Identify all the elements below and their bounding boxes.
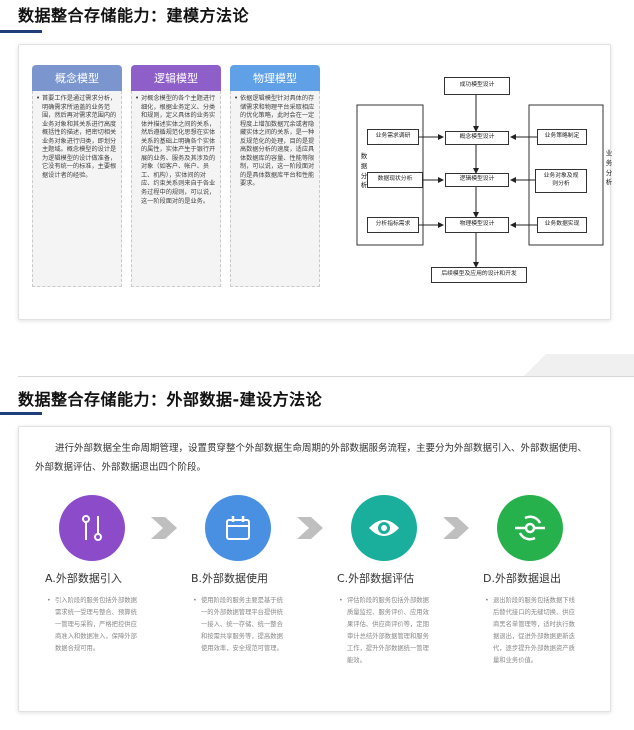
stage-import: A.外部数据引入 引入阶段的服务包括外部数据需求统一受理与整合、预算统一管理与采… <box>45 495 170 655</box>
box-top: 成功模型设计 <box>444 77 510 95</box>
column-concept-model: 概念模型 首要工作是通过需求分析，明确需求所涵盖的业务范围，然后再对需求范围内的… <box>32 65 122 290</box>
stage-use-title: B.外部数据使用 <box>191 572 269 585</box>
route-icon <box>59 495 125 561</box>
box-center-physical: 物理模型设计 <box>445 217 509 233</box>
column-logic-model: 逻辑模型 对概念模型的各个主题进行细化，根据业务定义、分类和规则，定义具体的业务… <box>131 65 221 290</box>
column-physical-heading: 物理模型 <box>230 65 320 91</box>
box-center-logic: 逻辑模型设计 <box>445 173 509 187</box>
column-logic-heading: 逻辑模型 <box>131 65 221 91</box>
unplug-icon <box>497 495 563 561</box>
section1-title-underline <box>0 30 42 33</box>
flowchart-connectors <box>356 95 604 268</box>
stage-exit-title: D.外部数据退出 <box>483 572 561 585</box>
column-logic-text: 对概念模型的各个主题进行细化，根据业务定义、分类和规则，定义具体的业务实体并描述… <box>131 91 221 287</box>
modeling-flowchart: 成功模型设计 概念模型设计 逻辑模型设计 物理模型设计 业务需求调研 数据现状分… <box>319 57 615 287</box>
stage-exit-text: 退出阶段的服务包括数据下线后替代接口的无缝切换、供应商黑名单管理等，适时执行数据… <box>483 595 579 667</box>
column-physical-text: 依据逻辑模型针对具体的存储需求和物理平台采取相应的优化策略，此时会在一定程度上增… <box>230 91 320 287</box>
box-left-2: 数据现状分析 <box>367 172 423 188</box>
decorative-grey-shape <box>524 354 634 376</box>
section2-top-rule <box>18 376 634 377</box>
box-right-1: 业务策略制定 <box>537 129 587 145</box>
modeling-panel: 概念模型 首要工作是通过需求分析，明确需求所涵盖的业务范围，然后再对需求范围内的… <box>18 44 612 320</box>
box-right-3: 业务数据实现 <box>537 217 587 233</box>
label-business-analysis: 业务分析 <box>605 149 613 187</box>
external-data-intro: 进行外部数据全生命周期管理，设置贯穿整个外部数据生命周期的外部数据服务流程，主要… <box>35 443 588 473</box>
stage-exit: D.外部数据退出 退出阶段的服务包括数据下线后替代接口的无缝切换、供应商黑名单管… <box>483 495 608 667</box>
box-left-1: 业务需求调研 <box>367 129 419 145</box>
label-data-analysis: 数据分析 <box>360 152 368 190</box>
chevron-right-icon <box>443 517 469 539</box>
box-left-3: 分析指标需求 <box>367 217 419 233</box>
section1-title: 数据整合存储能力：建模方法论 <box>18 6 250 25</box>
column-concept-heading: 概念模型 <box>32 65 122 91</box>
column-concept-text: 首要工作是通过需求分析，明确需求所涵盖的业务范围，然后再对需求范围内的业务对象和… <box>32 91 122 287</box>
section2-title: 数据整合存储能力：外部数据-建设方法论 <box>18 390 323 409</box>
stage-use: B.外部数据使用 使用阶段的服务主要是基于统一的外部数据管理平台提供统一接入、统… <box>191 495 316 655</box>
stage-import-title: A.外部数据引入 <box>45 572 122 585</box>
box-right-2: 业务对象及规则分析 <box>535 169 587 193</box>
stage-use-text: 使用阶段的服务主要是基于统一的外部数据管理平台提供统一接入、统一存储、统一整合和… <box>191 595 287 655</box>
box-bottom: 后续模型及应用的设计和开发 <box>431 267 527 283</box>
stage-evaluate: C.外部数据评估 评估阶段的服务包括外部数据质量监控、服务评价、应用效果评估、供… <box>337 495 462 667</box>
stage-evaluate-title: C.外部数据评估 <box>337 572 415 585</box>
eye-icon <box>351 495 417 561</box>
box-center-concept: 概念模型设计 <box>445 131 509 145</box>
external-data-panel: 进行外部数据全生命周期管理，设置贯穿整个外部数据生命周期的外部数据服务流程，主要… <box>18 426 611 712</box>
stage-import-text: 引入阶段的服务包括外部数据需求统一受理与整合、预算统一管理与采购，严格把控供应商… <box>45 595 141 655</box>
section2-title-underline <box>0 412 42 415</box>
calendar-icon <box>205 495 271 561</box>
chevron-right-icon <box>297 517 323 539</box>
stage-evaluate-text: 评估阶段的服务包括外部数据质量监控、服务评价、应用效果评估、供应商评价等，定期审… <box>337 595 433 667</box>
column-physical-model: 物理模型 依据逻辑模型针对具体的存储需求和物理平台采取相应的优化策略，此时会在一… <box>230 65 320 290</box>
chevron-right-icon <box>151 517 177 539</box>
